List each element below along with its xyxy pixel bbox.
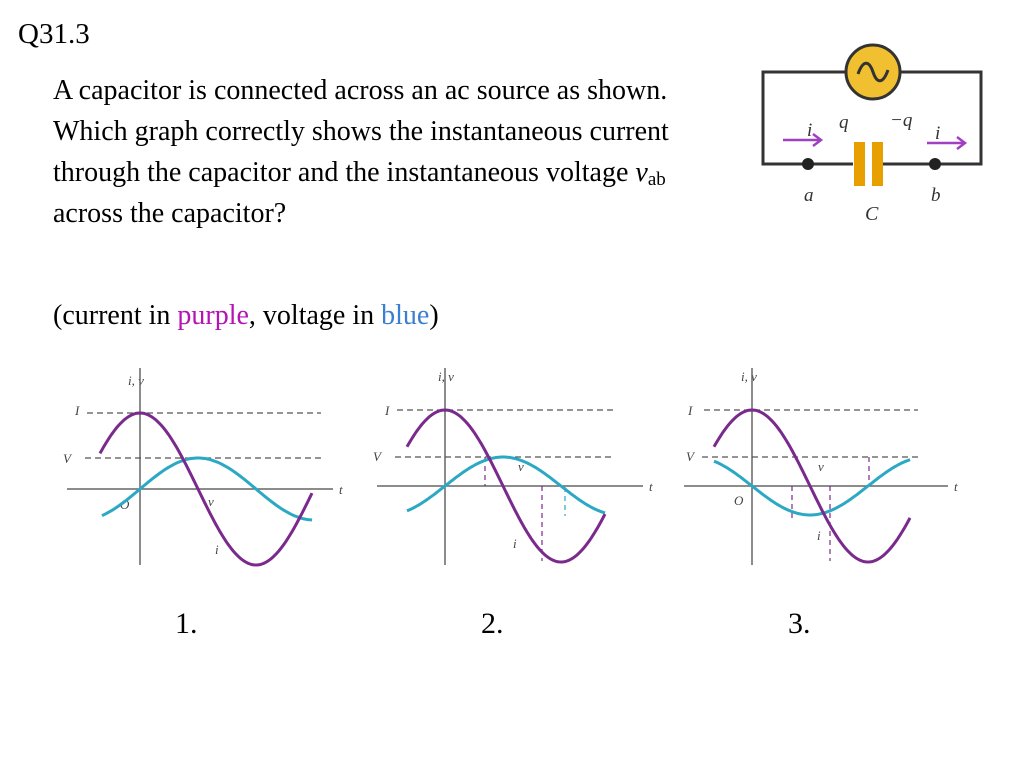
label-node-a: a — [804, 185, 814, 206]
label-node-b: b — [931, 185, 941, 206]
color-legend: (current in purple, voltage in blue) — [53, 300, 439, 332]
current-arrowhead-right — [956, 136, 968, 150]
legend-voltage-color: blue — [381, 300, 430, 331]
axes — [684, 368, 948, 565]
voltage-curve — [406, 455, 606, 515]
node-b-dot — [929, 158, 941, 170]
axis-label-t: t — [339, 482, 343, 497]
label-i-curve: i — [215, 542, 219, 557]
label-i-right: i — [935, 123, 940, 144]
node-a-dot — [802, 158, 814, 170]
label-I-peak: I — [687, 403, 693, 418]
axis-label-t: t — [954, 479, 958, 494]
voltage-curve — [713, 458, 911, 517]
label-v-curve: v — [818, 459, 824, 474]
current-curve — [712, 408, 912, 564]
label-v-curve: v — [518, 459, 524, 474]
voltage-variable-subscript: ab — [647, 169, 666, 190]
graph-option-3[interactable]: i, v t I V O v i — [672, 360, 972, 575]
option-label-2[interactable]: 2. — [481, 607, 504, 640]
axis-label-t: t — [649, 479, 653, 494]
graph-option-2[interactable]: i, v t I V v i — [365, 360, 665, 575]
label-origin: O — [120, 497, 130, 512]
legend-open: (current in — [53, 300, 178, 331]
voltage-variable: v — [635, 157, 648, 188]
axes — [67, 368, 333, 565]
sine-symbol-icon — [856, 61, 890, 83]
axis-label-iv: i, v — [128, 373, 144, 388]
question-text: A capacitor is connected across an ac so… — [53, 70, 693, 234]
label-q-negative: −q — [890, 110, 913, 131]
graph-option-1[interactable]: i, v t I V O v i — [55, 360, 355, 575]
label-q-positive: q — [839, 112, 849, 133]
label-i-left: i — [807, 120, 812, 141]
label-I-peak: I — [384, 403, 390, 418]
current-arrowhead-left — [812, 133, 824, 147]
legend-close: ) — [429, 300, 439, 331]
question-text-start: A capacitor is connected across an ac so… — [53, 75, 669, 188]
option-label-3[interactable]: 3. — [788, 607, 811, 640]
circuit-diagram: i q −q i a b C — [761, 43, 983, 225]
label-V-peak: V — [373, 449, 383, 464]
label-I-peak: I — [74, 403, 80, 418]
current-curve — [405, 408, 607, 564]
question-number: Q31.3 — [18, 18, 90, 50]
voltage-curve — [101, 456, 313, 522]
legend-mid: , voltage in — [248, 300, 382, 331]
label-V-peak: V — [686, 449, 696, 464]
label-capacitor: C — [865, 203, 879, 225]
question-text-end: across the capacitor? — [53, 198, 287, 229]
label-i-curve: i — [513, 536, 517, 551]
legend-current-color: purple — [177, 300, 249, 331]
capacitor-plate-left — [854, 142, 865, 186]
current-curve — [98, 411, 314, 567]
axis-label-iv: i, v — [741, 369, 757, 384]
label-i-curve: i — [817, 528, 821, 543]
label-origin: O — [734, 493, 744, 508]
label-V-peak: V — [63, 451, 73, 466]
option-label-1[interactable]: 1. — [175, 607, 198, 640]
axis-label-iv: i, v — [438, 369, 454, 384]
capacitor-plate-right — [872, 142, 883, 186]
label-v-curve: v — [208, 494, 214, 509]
axes — [377, 368, 643, 565]
